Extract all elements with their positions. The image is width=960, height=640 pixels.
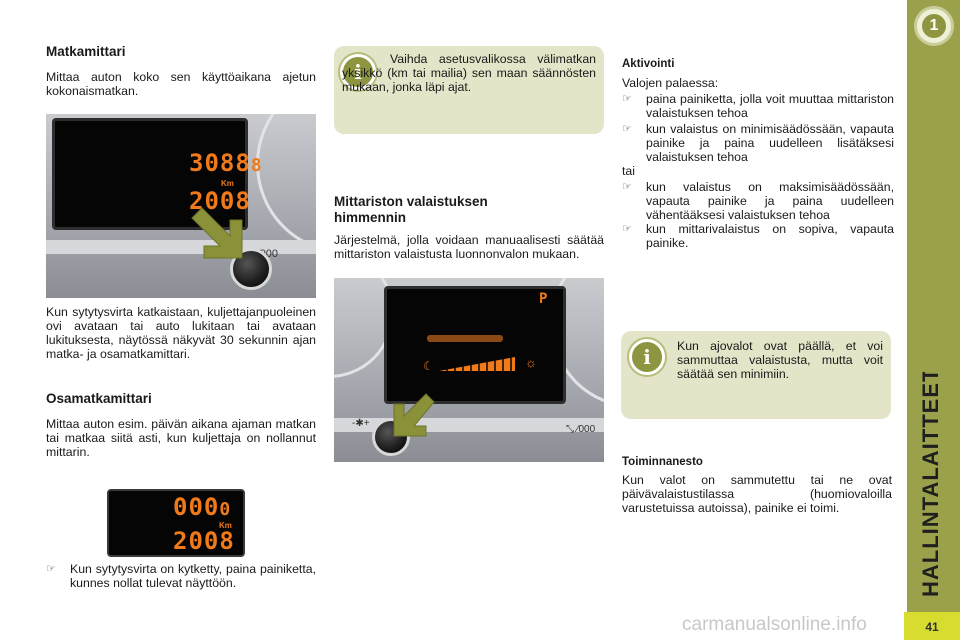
total-distance: 30888 [189,149,263,177]
pointing-hand-icon: ☞ [622,93,632,105]
activation-bullet-2: ☞kun valaistus on minimisäädössään, vapa… [622,122,894,164]
trip-text: Mittaa auton koko sen käyttöaikana ajetu… [46,70,316,98]
activation-bullet-4: ☞kun mittarivalaistus on sopiva, vapauta… [622,222,894,250]
page-number: 41 [904,612,960,640]
unit-info-text: Vaihda asetusvalikossa välimatkan yksikk… [342,52,596,94]
info-icon: i [340,54,376,90]
pointing-hand-icon: ☞ [622,223,632,235]
or-word: tai [622,164,635,178]
gear-indicator: P [539,291,549,307]
arrow-down-right-icon [191,207,243,259]
trip-label-icon: ⤡ ⁄000 [566,424,596,435]
chapter-title-text: HALLINTALAITTEET [918,372,943,597]
headlight-info-text: Kun ajovalot ovat päällä, et voi sammutt… [677,339,883,381]
chapter-badge: 1 [914,6,954,46]
odometer-screen: 30888 Km 2008 [52,118,262,230]
brightness-level-bar [439,355,515,373]
partial-display: 0000 Km 2008 [107,489,245,557]
menu-caption-blur [427,335,503,342]
partial-distance-zero: 0000 [173,493,232,521]
activation-bullet-1: ☞paina painiketta, jolla voit muuttaa mi… [622,92,894,120]
watermark: carmanualsonline.info [682,614,867,635]
deactivation-text: Kun valot on sammutettu tai ne ovat päiv… [622,473,892,515]
distance-unit: Km [221,179,234,188]
gauge-ring [256,114,316,254]
dimmer-screen: P ☾ ☼ [384,286,566,404]
deactivation-title: Toiminnanesto [622,456,703,468]
activation-bullet-3: ☞kun valaistus on maksimisäädössään, vap… [622,180,894,222]
partial-text: Mittaa auton esim. päivän aikana ajaman … [46,417,316,459]
moon-icon: ☾ [423,359,434,373]
partial-unit: Km [219,521,232,530]
dimmer-button-label-icon: -✱+ [352,418,370,429]
sun-icon: ☼ [525,355,537,370]
activation-title: Aktivointi [622,58,675,70]
activation-intro: Valojen palaessa: [622,76,719,90]
arrow-down-left-icon [393,393,435,437]
reset-bullet: ☞Kun sytytysvirta on kytketty, paina pai… [46,562,316,590]
dimmer-image: P ☾ ☼ -✱+ ⤡ ⁄000 [334,278,604,462]
unit-info-box: i Vaihda asetusvalikossa välimatkan yksi… [334,46,604,134]
pointing-hand-icon: ☞ [622,181,632,193]
pointing-hand-icon: ☞ [46,563,56,575]
chapter-number: 1 [922,14,946,38]
headlight-info-box: i Kun ajovalot ovat päällä, et voi sammu… [621,331,891,419]
chapter-title: HALLINTALAITTEET [906,372,960,602]
dimmer-text: Järjestelmä, jolla voidaan manuaalisesti… [334,233,604,261]
odometer-image: 30888 Km 2008 ⤡ ⁄000 [46,114,316,298]
pointing-hand-icon: ☞ [622,123,632,135]
chapter-tab [907,0,960,640]
dimmer-title: Mittariston valaistuksen himmennin [334,194,488,225]
partial-total: 2008 [173,527,235,555]
info-icon: i [629,339,665,375]
odometer-display-text: Kun sytytysvirta katkaistaan, kuljettaja… [46,305,316,361]
partial-title: Osamatkamittari [46,391,152,406]
trip-title: Matkamittari [46,44,126,59]
